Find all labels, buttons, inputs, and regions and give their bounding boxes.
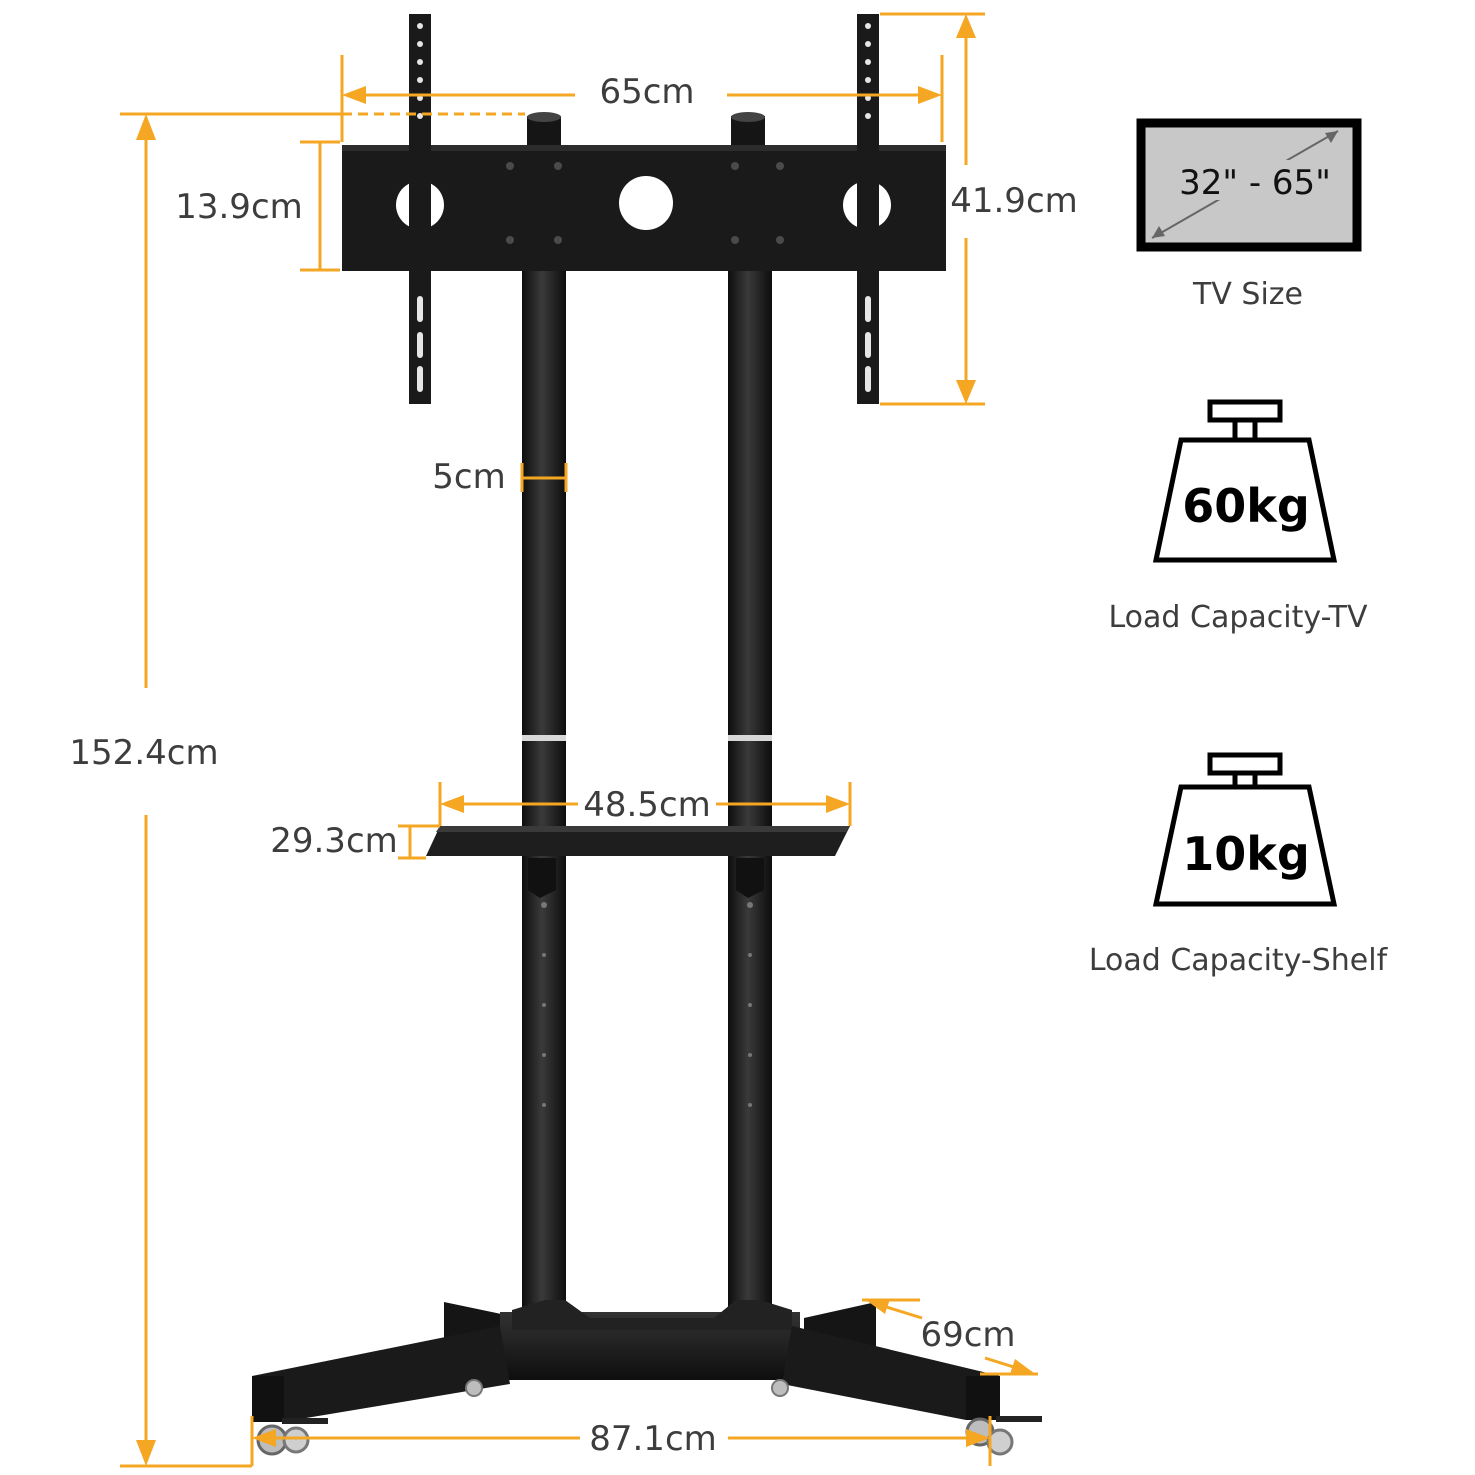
right-bracket [857,14,879,404]
tv-size-range: 32" - 65" [1179,163,1331,203]
total-height-label: 152.4cm [69,733,218,773]
right-pole-cap-top [731,112,765,122]
base-left-foot [252,1376,284,1422]
base-left-leg-front [252,1326,510,1422]
pole-diameter-label: 5cm [432,457,505,497]
mount-width-label: 65cm [599,72,694,112]
weight-icon-handle [1207,752,1283,776]
weight-icon-handle [1207,399,1283,423]
shelf-right-support [736,858,764,898]
load-shelf-weight: 10kg [1182,827,1310,881]
tv-stand [252,14,1042,1456]
shelf-width-label: 48.5cm [583,785,711,825]
left-bracket [409,14,431,404]
mount-plate-edge [342,145,946,151]
base-center-hump [512,1300,792,1330]
load-capacity-tv: 60kg Load Capacity-TV [1109,399,1368,635]
load-capacity-shelf: 10kg Load Capacity-Shelf [1089,752,1389,978]
mount-plate-hole-center [619,176,673,230]
load-tv-label: Load Capacity-TV [1109,600,1368,635]
left-pole-joint [522,735,566,741]
left-pole [522,270,566,1310]
shelf [426,826,850,856]
base-depth-label: 69cm [920,1315,1015,1355]
tv-size-label: TV Size [1192,277,1303,312]
weight-icon [1152,437,1338,563]
load-shelf-label: Load Capacity-Shelf [1089,943,1389,978]
right-pole-joint [728,735,772,741]
right-pole [728,270,772,1310]
weight-icon [1152,784,1338,907]
base-right-leg-front [782,1326,1000,1420]
shelf-depth-label: 29.3cm [270,821,398,861]
weight-icon-neck [1232,417,1258,443]
bracket-holes [417,23,871,392]
pole-adjust-holes [541,902,753,1107]
base-right-foot [966,1376,1000,1420]
left-pole-cap-top [527,112,561,122]
caster-wheels [256,1379,1042,1456]
mount-plate-screws [506,162,784,244]
base-width-label: 87.1cm [589,1419,717,1459]
bracket-height-label: 41.9cm [950,181,1078,221]
tv-size-spec: 32" - 65" TV Size [1136,118,1362,312]
dimension-lines [120,12,1038,1468]
shelf-top [436,826,850,832]
load-tv-weight: 60kg [1182,479,1310,533]
shelf-left-support [528,858,556,898]
mount-plate-height-label: 13.9cm [175,187,303,227]
